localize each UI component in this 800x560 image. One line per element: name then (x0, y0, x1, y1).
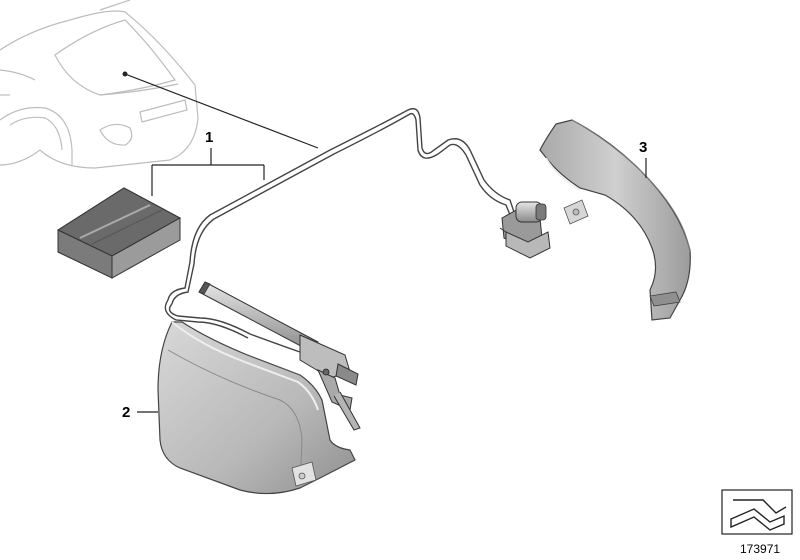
vehicle-outline-icon (0, 0, 199, 169)
pump-unit-icon (499, 201, 551, 259)
callout-label-2: 2 (122, 404, 131, 421)
diagram-number: 173971 (740, 542, 781, 556)
view-orientation-icon (721, 489, 793, 535)
sensor-box-icon (56, 187, 182, 279)
callout-label-1: 1 (205, 129, 214, 146)
callout-label-3: 3 (639, 139, 648, 156)
trunk-trim-right-icon (539, 119, 691, 321)
cable-harness (164, 107, 516, 361)
trunk-lid-drive-icon (198, 281, 361, 431)
trunk-trim-left-icon (157, 321, 356, 495)
callout-1-leader (151, 148, 265, 196)
vehicle-leader-line (122, 71, 319, 149)
